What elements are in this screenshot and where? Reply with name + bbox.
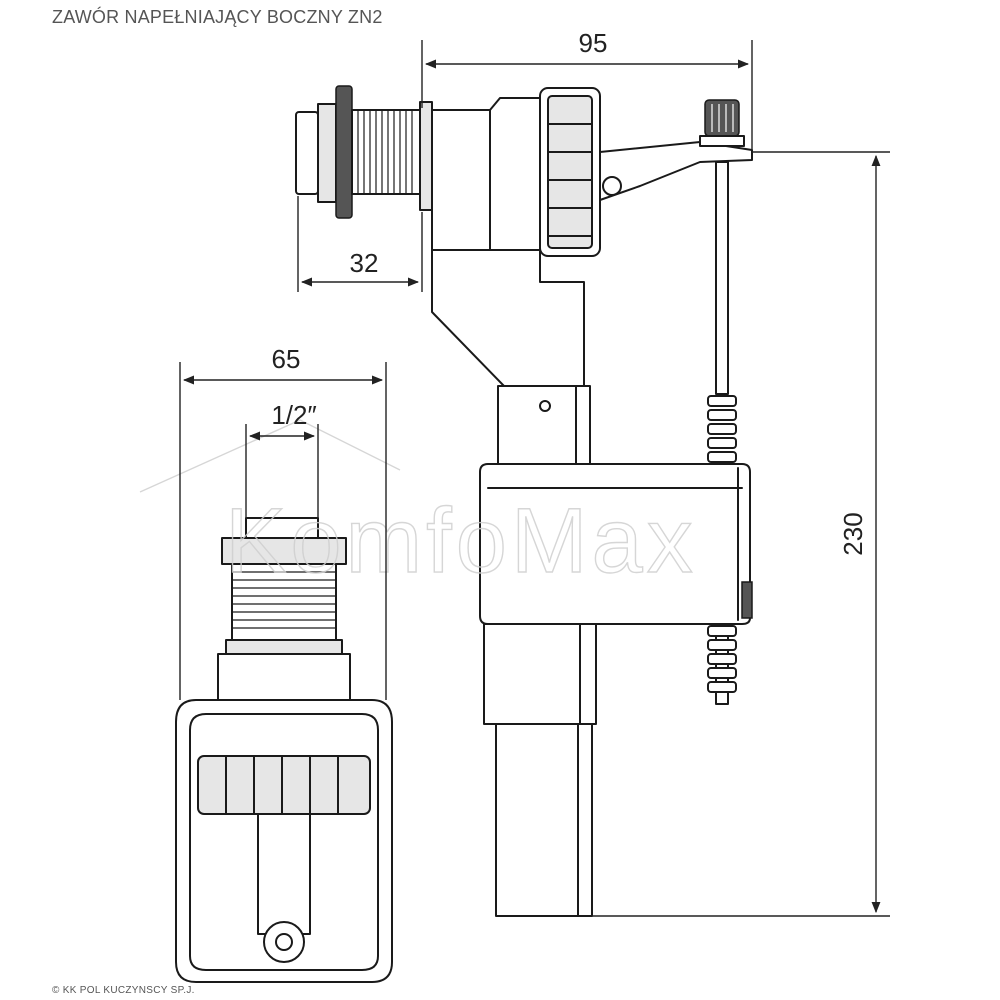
front-thread (231, 563, 337, 641)
footer-copyright: © KK POL KUCZYNSCY SP.J. (52, 985, 195, 996)
dim-half-inch-label: 1/2″ (271, 400, 316, 430)
front-ribbed-nut (197, 755, 371, 815)
rod-collar-lower (707, 625, 737, 693)
dim-230: 230 (592, 151, 890, 917)
threaded-rod (715, 161, 729, 395)
float-box (479, 463, 751, 625)
front-view (175, 517, 393, 983)
connector-block (497, 385, 591, 465)
dim-95: 95 (421, 28, 753, 150)
watermark-text: KomfoMax (225, 490, 697, 592)
front-thread-lines (232, 571, 336, 629)
upper-tube (483, 623, 597, 725)
pivot-hook (602, 176, 622, 196)
dim-32-label: 32 (350, 248, 379, 278)
diagram-title: ZAWÓR NAPEŁNIAJĄCY BOCZNY ZN2 (52, 6, 383, 27)
dim-65: 65 (179, 344, 387, 700)
inlet-thread (295, 85, 433, 219)
side-view (295, 85, 753, 917)
watermark: KomfoMax (139, 419, 697, 593)
ribbed-nut (539, 87, 601, 257)
dim-95-label: 95 (579, 28, 608, 58)
front-stem (257, 813, 311, 935)
thread-lines (357, 110, 413, 194)
adjustment-screw (699, 99, 745, 147)
rod-collar-upper (707, 395, 737, 463)
front-body (217, 653, 351, 705)
lever-arm (599, 141, 753, 201)
dim-half-inch: 1/2″ (245, 400, 319, 518)
elbow-neck (431, 249, 585, 387)
dim-65-label: 65 (272, 344, 301, 374)
lower-tube (495, 723, 593, 917)
valve-body (431, 97, 541, 251)
dim-32: 32 (297, 196, 423, 292)
dim-230-label: 230 (838, 512, 868, 555)
